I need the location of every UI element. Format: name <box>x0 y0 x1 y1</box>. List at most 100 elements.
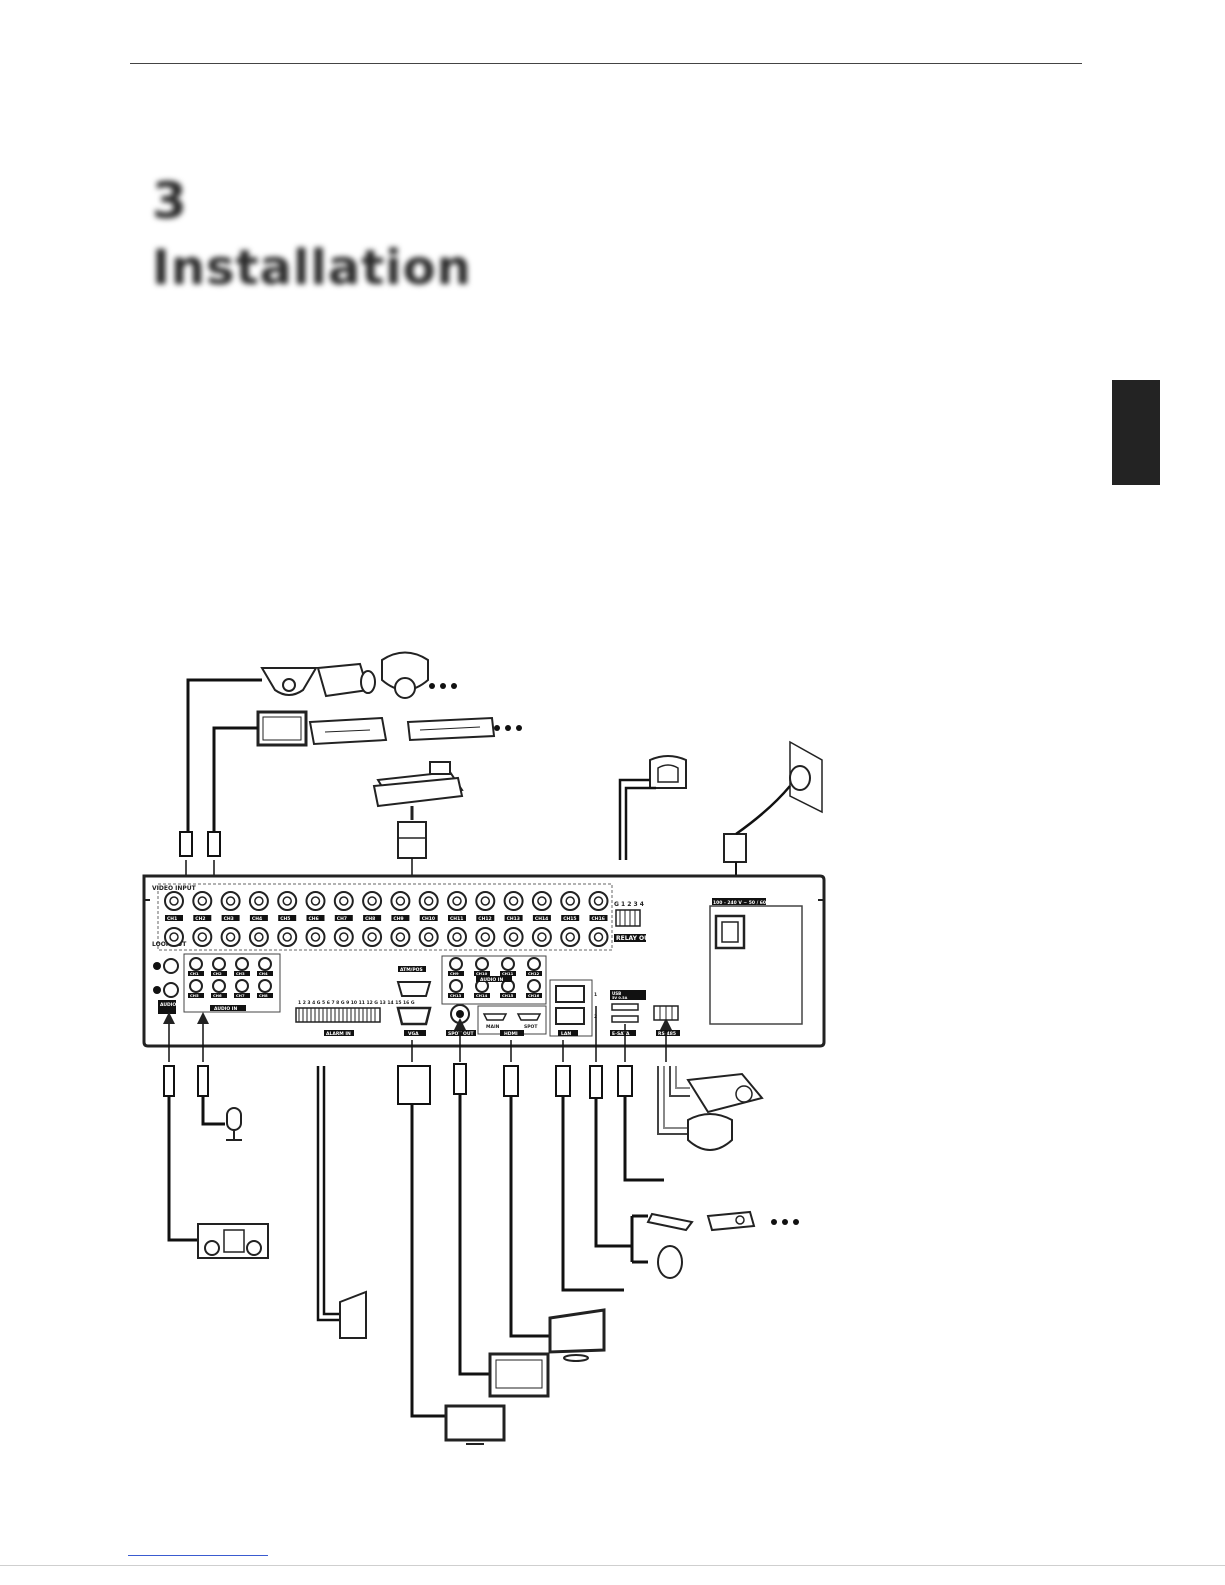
footer-rule <box>0 1565 1225 1566</box>
audio-in-channel-label: CH7 <box>236 993 245 998</box>
channel-label: CH14 <box>535 916 548 922</box>
stereo-speaker-icon <box>197 1223 269 1259</box>
audio-in-jack: CH12 <box>526 957 542 976</box>
loop-out-devices-group <box>256 710 522 747</box>
audio-in-jack: CH13 <box>448 979 464 998</box>
audio-in-jack: CH3 <box>234 957 250 976</box>
audio-in-channel-label: CH4 <box>259 971 268 976</box>
spot-out-label: SPOT OUT <box>448 1031 474 1037</box>
audio-in-channel-label: CH8 <box>259 993 268 998</box>
hdmi-ports: MAIN SPOT HDMI <box>477 1005 547 1037</box>
spot-monitor-icon <box>488 1352 550 1398</box>
video-input-bnc <box>362 891 383 911</box>
audio-in-channel-label: CH15 <box>502 993 514 998</box>
chapter-title: Installation <box>152 240 472 296</box>
esata-label: E-SATA <box>612 1031 630 1037</box>
channel-label: CH8 <box>365 916 375 922</box>
audio-in-b-label: AUDIO IN <box>480 977 503 983</box>
audio-in-channel-label: CH14 <box>476 993 488 998</box>
channel-label: CH15 <box>563 916 576 922</box>
hdmi-main-label: MAIN <box>486 1024 500 1030</box>
ptz-keyboard-controller-icon <box>686 1072 764 1114</box>
loop-out-bnc <box>333 927 354 947</box>
channel-label: CH3 <box>224 916 234 922</box>
channel-label: CH11 <box>450 916 463 922</box>
video-input-bnc <box>305 891 326 911</box>
power-plug-icon <box>723 833 747 863</box>
audio-in-channel-label: CH10 <box>476 971 488 976</box>
usb-mouse-icon <box>657 1245 683 1279</box>
loop-out-bnc <box>475 927 496 947</box>
power-label: 100 - 240 V ~ 50 / 60 Hz <box>713 900 774 906</box>
vga-port: VGA <box>396 1006 432 1037</box>
cameras-group <box>260 651 457 699</box>
channel-label: CH5 <box>280 916 290 922</box>
audio-in-a-label: AUDIO IN <box>214 1006 237 1012</box>
loop-out-bnc <box>192 927 213 947</box>
audio-in-channel-label: CH16 <box>528 993 540 998</box>
atm-pos-port: ATM/POS <box>396 966 432 997</box>
loop-out-bnc <box>390 927 411 947</box>
channel-label: CH12 <box>478 916 491 922</box>
door-sensor-icon <box>339 1290 367 1339</box>
video-input-label: VIDEO INPUT <box>152 885 197 892</box>
loop-out-bnc <box>277 927 298 947</box>
audio-in-channel-label: CH1 <box>190 971 199 976</box>
audio-in-jack: CH7 <box>234 979 250 998</box>
cables-bottom <box>163 1006 690 1418</box>
video-input-bnc <box>248 891 269 911</box>
channel-label: CH1 <box>167 916 177 922</box>
loop-out-bnc <box>503 927 524 947</box>
relay-device-icon <box>649 755 687 789</box>
audio-in-jack: CH5 <box>188 979 204 998</box>
lan-label: LAN <box>561 1031 571 1037</box>
video-input-bnc <box>503 891 524 911</box>
video-input-bnc <box>192 891 213 911</box>
vcr-device-icon <box>406 716 496 742</box>
db9-connector-icon <box>397 821 427 859</box>
power-inlet: 100 - 240 V ~ 50 / 60 Hz <box>712 898 774 950</box>
header-rule <box>130 63 1082 64</box>
ptz-dome-camera-icon <box>687 1113 733 1151</box>
usb-label: USB <box>612 991 621 996</box>
more-devices-icon <box>429 683 457 689</box>
audio-in-channel-label: CH9 <box>450 971 459 976</box>
footer-link-underline <box>128 1555 268 1556</box>
relay-numbers: G 1 2 3 4 <box>614 901 644 908</box>
loop-out-bnc <box>220 927 241 947</box>
audio-in-jack: CH8 <box>257 979 273 998</box>
video-input-bnc <box>333 891 354 911</box>
channel-label: CH7 <box>337 916 347 922</box>
audio-in-channel-label: CH12 <box>528 971 540 976</box>
loop-out-bnc <box>248 927 269 947</box>
video-input-bnc <box>277 891 298 911</box>
video-input-bnc <box>588 891 609 911</box>
hdmi-monitor-icon <box>548 1308 606 1362</box>
video-input-connectors <box>164 891 609 911</box>
audio-in-jack: CH11 <box>500 957 516 976</box>
loop-out-bnc <box>418 927 439 947</box>
loop-out-bnc <box>362 927 383 947</box>
video-input-bnc <box>560 891 581 911</box>
microphone-icon <box>226 1107 242 1141</box>
audio-in-channel-label: CH13 <box>450 993 462 998</box>
channel-label: CH2 <box>195 916 205 922</box>
rs485-label: RS-485 <box>658 1031 676 1037</box>
video-input-bnc <box>531 891 552 911</box>
more-devices-icon <box>771 1219 799 1225</box>
loop-out-bnc <box>305 927 326 947</box>
usb-port: USB 5V 0.5A <box>610 990 646 1011</box>
video-input-bnc <box>164 891 184 911</box>
video-input-bnc <box>475 891 496 911</box>
ptz-camera-icon <box>381 651 429 699</box>
loop-out-bnc <box>588 927 609 947</box>
alarm-in-numbers: 1 2 3 4 G 5 6 7 8 G 9 10 11 12 G 13 14 1… <box>298 1000 415 1006</box>
cash-register-icon <box>372 761 464 820</box>
usb-spec: 5V 0.5A <box>612 996 628 1000</box>
box-camera-icon <box>316 662 376 698</box>
audio-out-jacks: AUDIO OUT <box>153 958 189 1014</box>
loop-out-bnc <box>560 927 581 947</box>
loop-out-connectors <box>164 927 609 947</box>
